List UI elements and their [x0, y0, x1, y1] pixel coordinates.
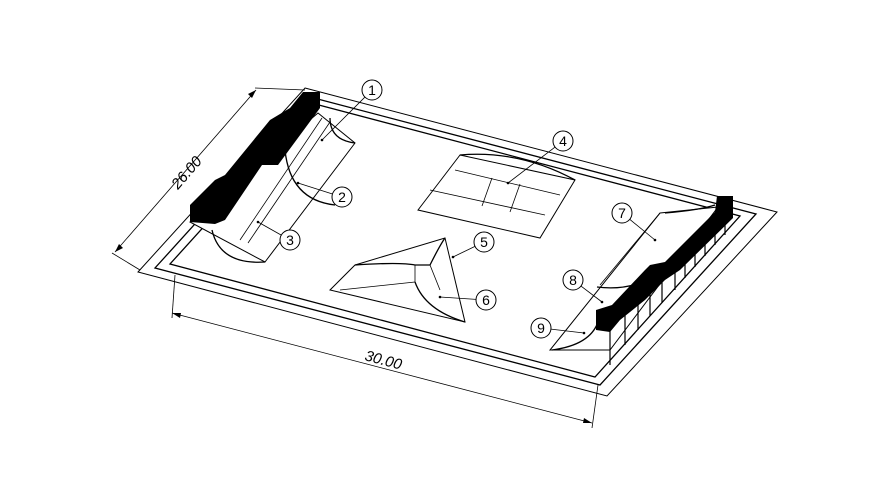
leader-dot: [506, 181, 510, 185]
leader-dot: [296, 181, 300, 185]
leader-line: [550, 328, 585, 334]
balloon-5: 5: [451, 231, 495, 259]
leader-line: [297, 182, 333, 195]
leader-dot: [653, 238, 657, 242]
ramp-7-curve: [664, 204, 716, 214]
leader-line: [257, 221, 282, 236]
balloon-circle: [361, 79, 383, 101]
balloon-label: 6: [482, 292, 490, 308]
balloon-label: 3: [286, 232, 294, 248]
balloon-4: 4: [506, 130, 574, 185]
funbox-edge: [429, 189, 546, 216]
ramp-edge: [247, 121, 331, 244]
balloon-circle: [331, 186, 353, 208]
balloon-label: 9: [537, 320, 545, 336]
balloon-3: 3: [256, 220, 301, 251]
balloon-label: 5: [480, 234, 488, 250]
leader-line: [507, 146, 556, 184]
balloon-label: 7: [618, 205, 626, 221]
balloon-label: 8: [569, 272, 577, 288]
leader-dot: [256, 220, 260, 224]
funbox-hump: [459, 153, 576, 181]
balloon-6: 6: [438, 289, 497, 311]
balloon-label: 2: [338, 189, 346, 205]
balloon-1: 1: [320, 79, 383, 142]
balloon-circle: [562, 269, 584, 291]
leader-line: [452, 245, 476, 258]
balloon-7: 7: [611, 202, 657, 242]
dimension-depth-label: 26.00: [168, 153, 207, 194]
balloon-2: 2: [296, 181, 353, 208]
balloon-label: 1: [368, 82, 376, 98]
ramp-edge: [599, 212, 661, 286]
balloon-9: 9: [530, 317, 586, 339]
balloon-circle: [473, 231, 495, 253]
ramp-group-left: [189, 92, 356, 263]
balloon-circle: [552, 130, 574, 152]
leader-line: [321, 96, 366, 141]
funbox-top: [417, 154, 576, 239]
balloon-circle: [279, 229, 301, 251]
ramp-1-curve: [329, 117, 356, 144]
funbox-4: [417, 153, 576, 239]
leader-dot: [600, 300, 604, 304]
support-posts: [609, 215, 726, 365]
balloon-callouts: 1 2 3 4 5 6 7 8 9: [256, 79, 657, 339]
pyramid-edge: [339, 281, 416, 291]
pyramid-5-6: [329, 237, 466, 323]
balloon-circle: [530, 317, 552, 339]
leader-line: [580, 285, 603, 303]
leader-dot: [582, 331, 586, 335]
leader-line: [629, 219, 656, 241]
balloon-label: 4: [559, 133, 567, 149]
leader-line: [439, 296, 477, 300]
funbox-edge: [481, 177, 493, 207]
ramp-edge: [239, 117, 323, 241]
coping-wall-left: [190, 92, 320, 224]
leader-dot: [438, 295, 442, 299]
balloon-8: 8: [562, 269, 604, 304]
pyramid-curve-top: [354, 237, 446, 266]
balloon-circle: [475, 289, 497, 311]
balloon-circle: [611, 202, 633, 224]
funbox-edge: [509, 183, 521, 213]
ramp-group-right: [548, 196, 733, 365]
pyramid-curve-bottom: [414, 281, 466, 323]
dimension-width-label: 30.00: [363, 347, 404, 373]
ramp-2-curve: [284, 149, 336, 206]
pyramid-edge: [429, 264, 441, 291]
leader-dot: [320, 138, 324, 142]
leader-dot: [451, 255, 455, 259]
coping-wall-right: [596, 196, 733, 332]
ramp-3-curve: [211, 229, 266, 263]
